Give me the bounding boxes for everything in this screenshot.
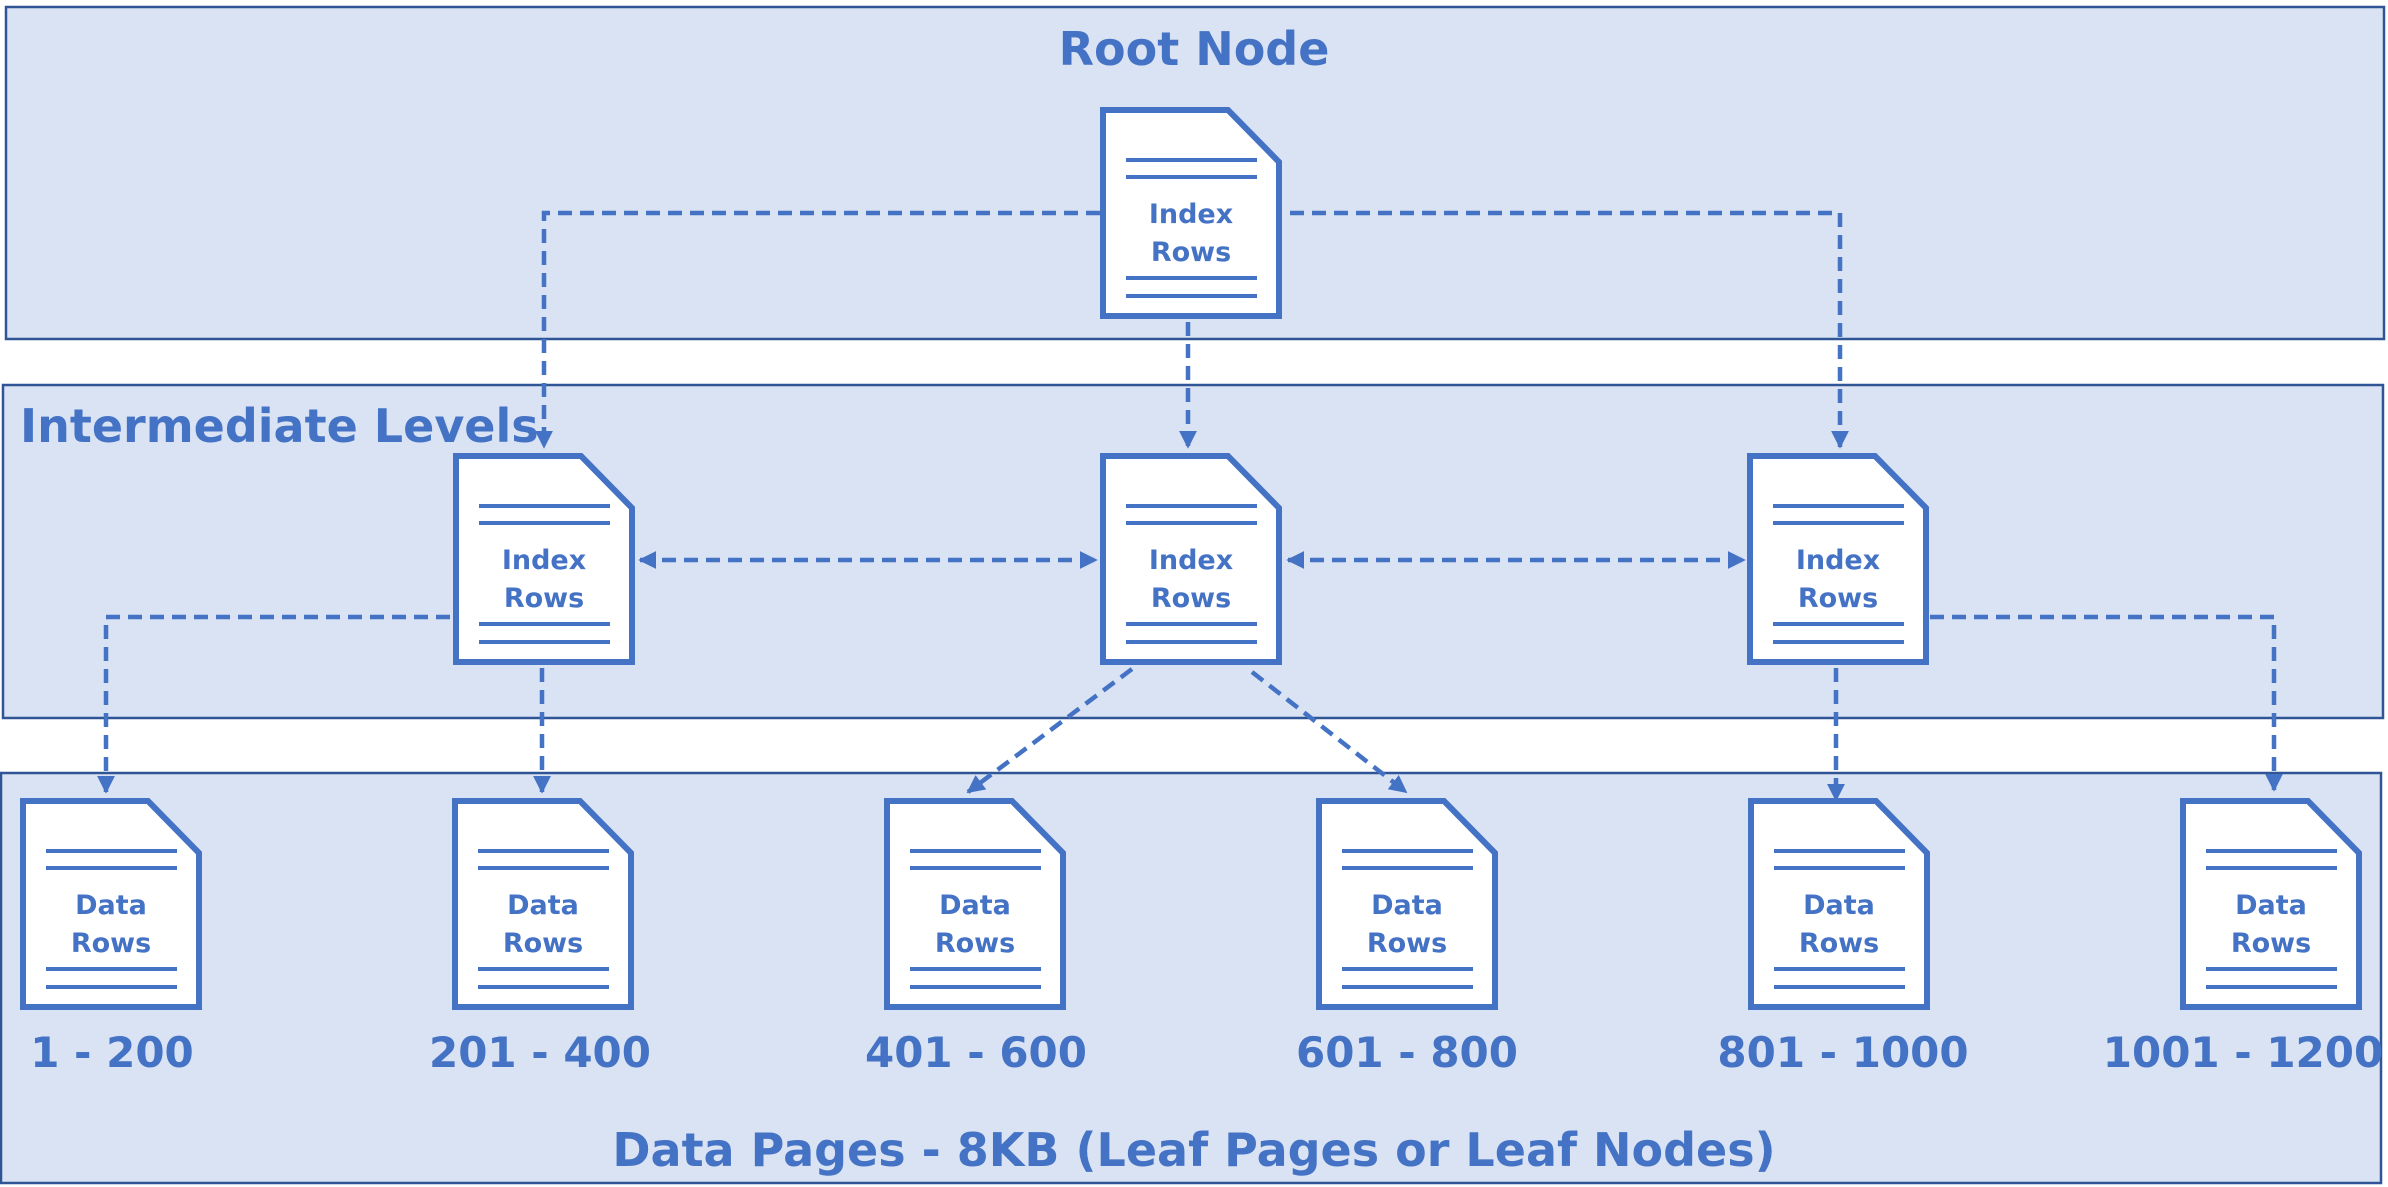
range-label: 801 - 1000	[1717, 1028, 1968, 1077]
page-line2: Rows	[2231, 928, 2311, 959]
page-line2: Rows	[935, 928, 1015, 959]
leaf-band-title: Data Pages - 8KB (Leaf Pages or Leaf Nod…	[612, 1123, 1775, 1177]
range-label: 601 - 800	[1296, 1028, 1518, 1077]
connectors	[97, 210, 2283, 802]
page-line2: Rows	[71, 928, 151, 959]
root-index-page: Index Rows	[1100, 107, 1282, 319]
root-to-right-connector	[1290, 210, 1849, 449]
page-line1: Index	[1796, 545, 1880, 576]
page-line1: Data	[1371, 890, 1443, 921]
root-page-line2: Rows	[1151, 237, 1231, 268]
data-page: Data Rows	[452, 798, 634, 1010]
page-line1: Data	[939, 890, 1011, 921]
range-label: 1001 - 1200	[2103, 1028, 2383, 1077]
page-line1: Data	[1803, 890, 1875, 921]
page-line2: Rows	[1151, 583, 1231, 614]
data-page: Data Rows	[1316, 798, 1498, 1010]
page-line1: Data	[507, 890, 579, 921]
range-label: 1 - 200	[30, 1028, 194, 1077]
page-line2: Rows	[503, 928, 583, 959]
data-page: Data Rows	[884, 798, 1066, 1010]
page-line2: Rows	[1799, 928, 1879, 959]
root-band-title: Root Node	[1059, 22, 1330, 76]
data-page: Data Rows	[20, 798, 202, 1010]
intermediate-index-page: Index Rows	[1747, 453, 1929, 665]
intermediate-index-page: Index Rows	[453, 453, 635, 665]
middle-to-leaf3-connector	[966, 667, 1134, 794]
page-line1: Index	[1149, 545, 1233, 576]
page-line1: Index	[502, 545, 586, 576]
root-to-left-connector	[535, 210, 1100, 449]
data-page: Data Rows	[2180, 798, 2362, 1010]
left-to-leaf1-connector	[97, 614, 450, 794]
intermediate-index-page: Index Rows	[1100, 453, 1282, 665]
page-line1: Data	[2235, 890, 2307, 921]
range-label: 401 - 600	[865, 1028, 1087, 1077]
range-labels: 1 - 200 201 - 400 401 - 600 601 - 800 80…	[30, 1028, 2383, 1077]
leaf-band: Data Pages - 8KB (Leaf Pages or Leaf Nod…	[0, 771, 2383, 1185]
right-to-leaf6-connector	[1930, 614, 2283, 792]
page-line2: Rows	[504, 583, 584, 614]
page-line2: Rows	[1798, 583, 1878, 614]
range-label: 201 - 400	[429, 1028, 651, 1077]
middle-to-leaf4-connector	[1250, 670, 1408, 794]
intermediate-band-title: Intermediate Levels	[20, 399, 539, 453]
root-page-line1: Index	[1149, 199, 1233, 230]
page-line1: Data	[75, 890, 147, 921]
data-page: Data Rows	[1748, 798, 1930, 1010]
page-line2: Rows	[1367, 928, 1447, 959]
